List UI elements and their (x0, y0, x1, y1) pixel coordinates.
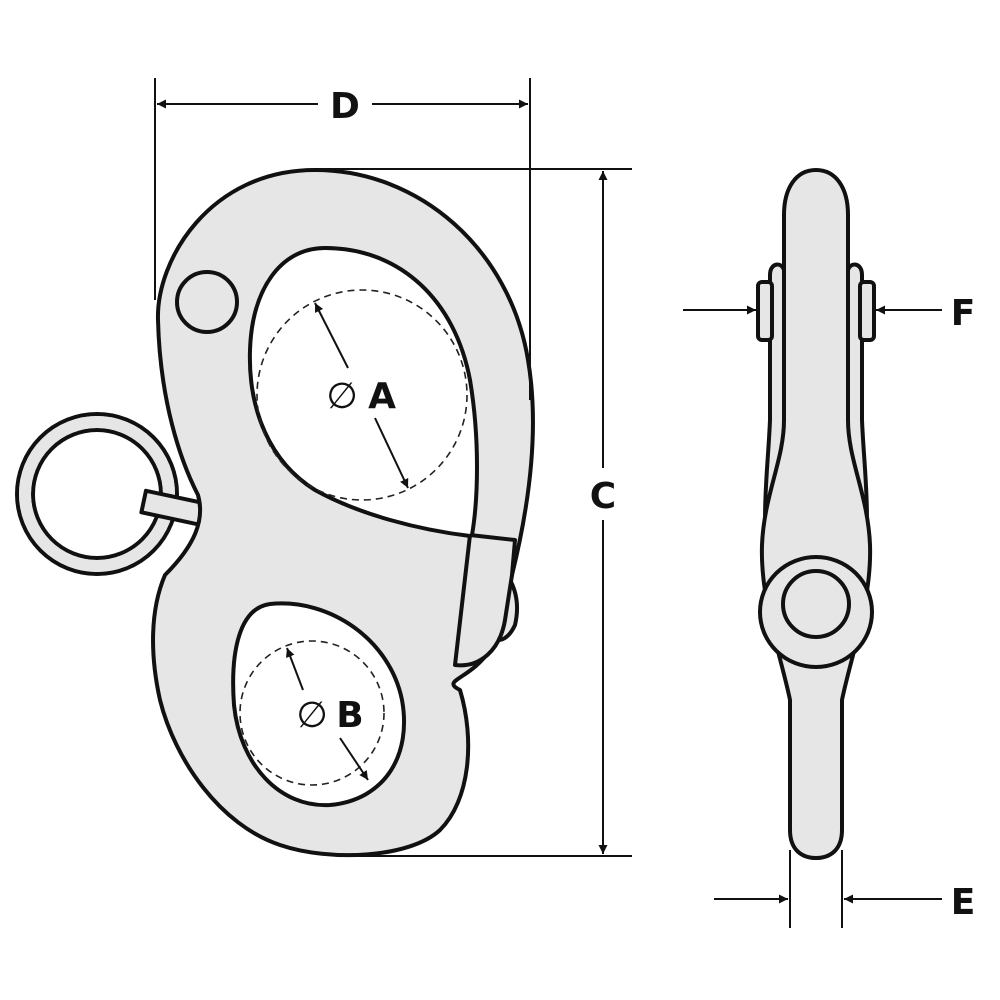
dim-c-label: C (590, 476, 616, 517)
pin-head-right (858, 280, 876, 342)
dia-b-circle (239, 640, 385, 786)
dim-b-label: B (336, 695, 363, 736)
gate-arm (453, 533, 517, 668)
dim-b-arrow-lower (339, 737, 369, 781)
pivot-pin (175, 270, 239, 334)
dim-d-label: D (330, 86, 360, 127)
dim-a-label: A (368, 376, 396, 417)
dim-a-arrow-upper (314, 302, 349, 369)
dim-b-symbol: ∅ (296, 695, 327, 736)
pin-head-left (756, 280, 774, 342)
side-view: F E (683, 168, 976, 928)
upper-opening (247, 245, 479, 539)
dim-b-arrow-upper (285, 647, 304, 691)
dim-a-arrow-lower (374, 417, 409, 489)
dim-a-symbol: ∅ (326, 376, 357, 417)
side-eye-center (781, 569, 851, 639)
side-body (759, 168, 873, 860)
lower-opening (231, 601, 407, 808)
dim-f-label: F (951, 293, 976, 334)
dia-a-circle (256, 289, 468, 501)
dim-e-label: E (951, 882, 976, 923)
front-view: ∅ A ∅ B D C (15, 78, 632, 858)
